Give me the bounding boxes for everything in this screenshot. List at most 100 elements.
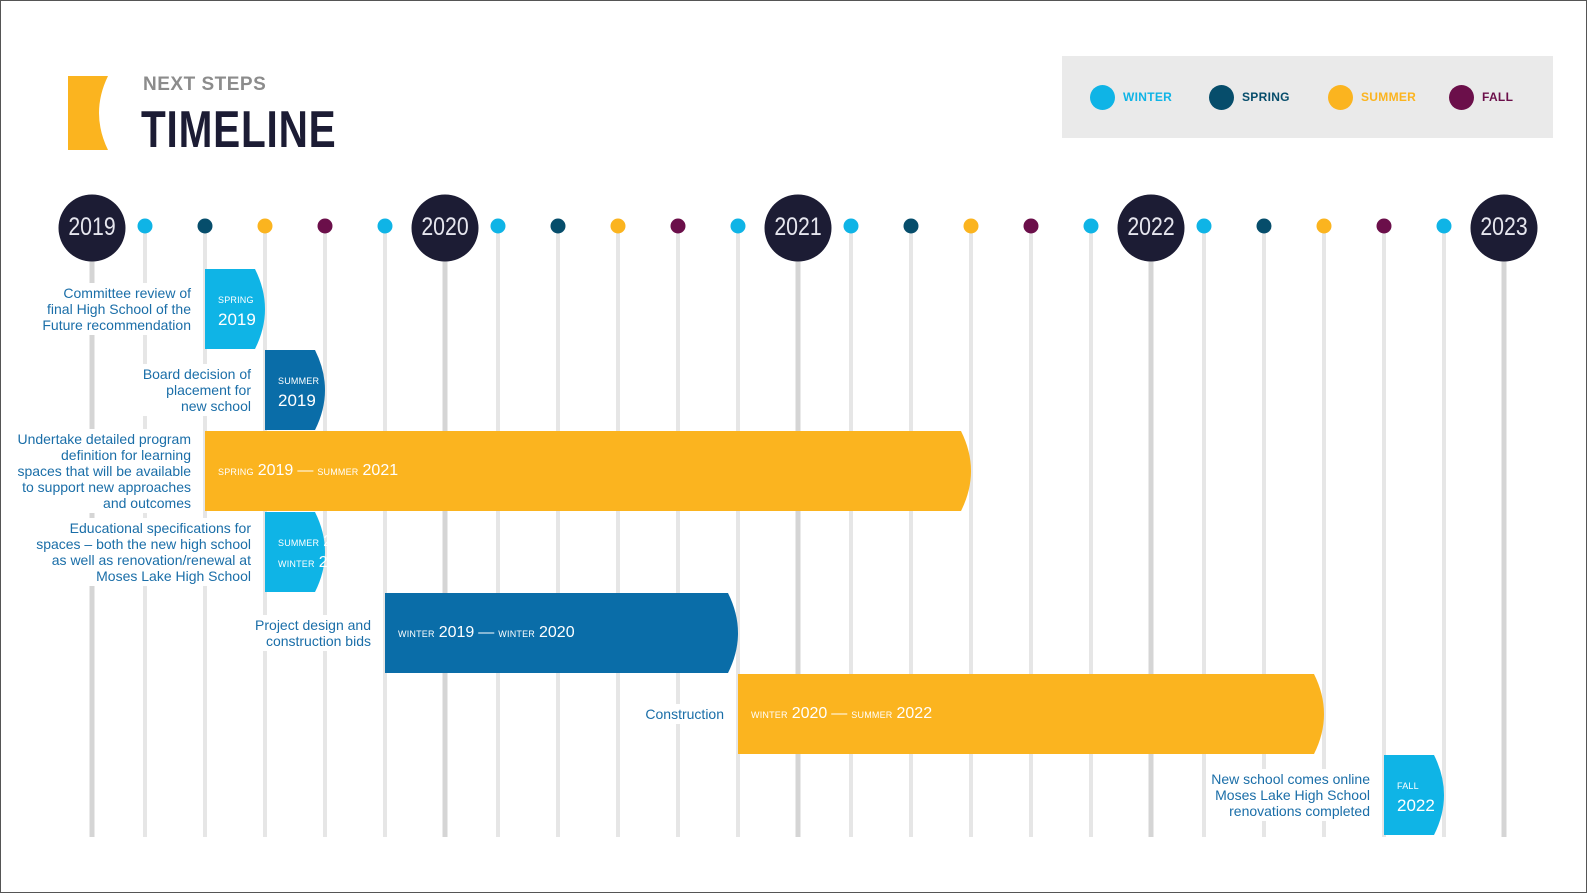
accent-logo-mark [68, 76, 108, 150]
winter-season-dot [730, 218, 746, 234]
task-bar [738, 674, 1324, 754]
year-label: 2020 [421, 213, 469, 241]
spring-dot-icon [1209, 84, 1234, 110]
legend-label: FALL [1482, 90, 1514, 104]
task-description-line: Educational specifications for [69, 520, 251, 536]
season-text: SPRING [218, 295, 254, 305]
task-description-line: as well as renovation/renewal at [51, 552, 251, 568]
page-title: TIMELINE [141, 101, 337, 159]
task-description-line: definition for learning [61, 447, 191, 463]
task-date-label: SUMMER 2019 [278, 370, 323, 411]
season-text: SUMMER [278, 538, 320, 548]
task-bar [1384, 755, 1444, 835]
task-description-line: Project design and [255, 617, 371, 633]
task-description: Construction [641, 704, 726, 724]
legend-label: SUMMER [1361, 90, 1417, 104]
season-text: FALL [1397, 781, 1419, 791]
year-label: 2022 [1127, 213, 1175, 241]
task-description-line: Moses Lake High School [1215, 787, 1370, 803]
legend-label: SPRING [1242, 90, 1290, 104]
winter-dot-icon [1090, 84, 1115, 110]
season-legend: WINTER SPRING SUMMER FALL [1062, 56, 1553, 138]
season-text: WINTER [751, 710, 788, 720]
winter-season-dot [137, 218, 153, 234]
task-bar [265, 512, 325, 592]
dash-text: — [297, 462, 314, 479]
winter-season-dot [1436, 218, 1452, 234]
task-description-line: renovations completed [1229, 803, 1370, 819]
dash-text: — [362, 533, 379, 550]
task-description-line: new school [180, 398, 251, 414]
spring-season-dot [903, 218, 919, 234]
season-text: SUMMER [851, 710, 893, 720]
year-text: 2020 [539, 624, 575, 641]
section-eyebrow: NEXT STEPS [143, 74, 267, 95]
task-description-line: Undertake detailed program [17, 431, 191, 447]
summer-season-dot [1316, 218, 1332, 234]
task-bar [265, 350, 325, 430]
task-description-line: Board decision of [142, 366, 251, 382]
task-description-line: spaces – both the new high school [36, 536, 251, 552]
summer-season-dot [257, 218, 273, 234]
legend-item-fall: FALL [1449, 56, 1513, 138]
task-description-line: construction bids [265, 633, 371, 649]
year-node [764, 194, 832, 262]
task-date-label: FALL 2022 [1397, 775, 1439, 816]
year-node [411, 194, 479, 262]
task-description-line: New school comes online [1211, 771, 1370, 787]
task-date-label-line: 2019 [278, 391, 323, 411]
fall-season-dot [317, 218, 333, 234]
task-date-label-line: SPRING [218, 289, 260, 310]
task-bar [385, 593, 738, 673]
year-text: 2021 [362, 462, 399, 479]
task-description-line: Moses Lake High School [96, 568, 251, 584]
year-text: 2019 [318, 554, 355, 571]
fall-dot-icon [1449, 84, 1474, 110]
task-description-line: placement for [166, 382, 251, 398]
dash-text: — [478, 624, 495, 641]
task-description-line: to support new approaches [22, 479, 191, 495]
task-date-label-line: SUMMER [278, 370, 323, 391]
season-text: SPRING [218, 467, 254, 477]
spring-season-dot [197, 218, 213, 234]
fall-season-dot [1023, 218, 1039, 234]
year-text: 2019 [218, 310, 256, 329]
year-label: 2021 [774, 213, 822, 241]
spring-season-dot [1256, 218, 1272, 234]
task-date-label-line: 2022 [1397, 796, 1439, 816]
winter-season-dot [843, 218, 859, 234]
legend-item-summer: SUMMER [1328, 56, 1416, 138]
task-description-line: Future recommendation [42, 317, 191, 333]
year-text: 2019 [438, 624, 475, 641]
winter-season-dot [377, 218, 393, 234]
task-description-line: Committee review of [63, 285, 191, 301]
year-label: 2019 [68, 213, 116, 241]
task-description-line: Construction [645, 706, 724, 722]
winter-season-dot [1196, 218, 1212, 234]
year-node [1470, 194, 1538, 262]
spring-season-dot [550, 218, 566, 234]
season-text: SUMMER [278, 376, 320, 386]
winter-season-dot [490, 218, 506, 234]
season-text: WINTER [498, 629, 535, 639]
task-bar [205, 431, 971, 511]
task-date-label: SPRING 2019 [218, 289, 260, 330]
summer-season-dot [963, 218, 979, 234]
year-text: 2019 [278, 391, 316, 410]
legend-item-spring: SPRING [1209, 56, 1290, 138]
year-text: 2022 [1397, 796, 1435, 815]
year-text: 2019 [323, 533, 359, 550]
dash-text: — [831, 705, 848, 722]
